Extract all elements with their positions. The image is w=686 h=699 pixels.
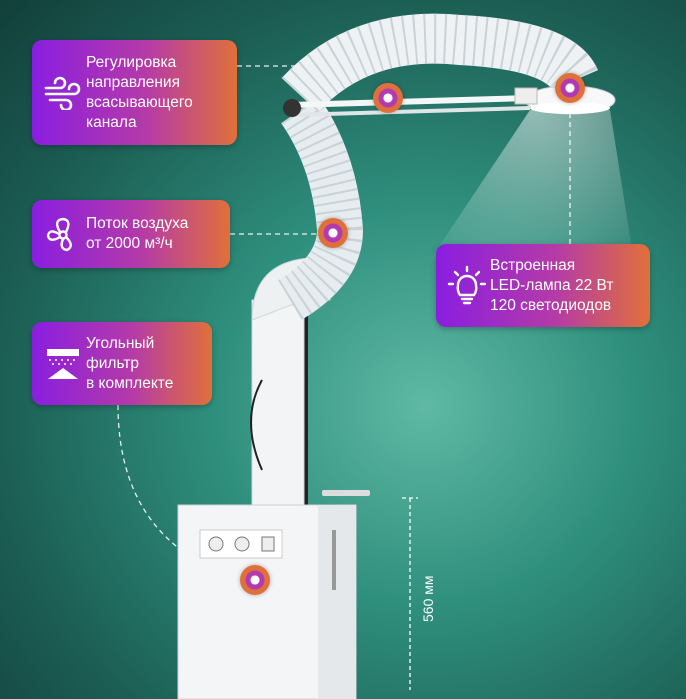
- callout-direction: Регулировка направления всасывающего кан…: [32, 40, 237, 145]
- hotspot-direction[interactable]: [373, 83, 403, 113]
- callout-text-line: направления: [86, 73, 180, 91]
- callout-filter: Угольный фильтр в комплекте: [32, 322, 212, 405]
- callout-text-line: всасывающего: [86, 93, 193, 111]
- dimension-line: [402, 497, 418, 690]
- callout-text-line: в комплекте: [86, 374, 174, 392]
- callout-text-line: 120 светодиодов: [490, 296, 612, 314]
- callout-text-line: Поток воздуха: [86, 215, 189, 232]
- callout-text-line: канала: [86, 113, 137, 131]
- callout-text-line: фильтр: [86, 354, 140, 372]
- callout-text-line: от 2000 м³/ч: [86, 235, 173, 252]
- wind-icon: [40, 76, 86, 110]
- fan-icon: [40, 216, 86, 252]
- hotspot-airflow[interactable]: [318, 218, 348, 248]
- hotspot-lamp[interactable]: [555, 73, 585, 103]
- hotspot-filter[interactable]: [240, 565, 270, 595]
- height-dimension-label: 560 мм: [420, 575, 436, 623]
- callout-text-line: Встроенная: [490, 256, 576, 274]
- filter-icon: [40, 347, 86, 381]
- lightbulb-icon: [444, 265, 490, 307]
- callout-text-line: LED-лампа 22 Вт: [490, 276, 614, 294]
- callout-lamp: Встроенная LED-лампа 22 Вт 120 светодиод…: [436, 244, 650, 327]
- callout-airflow: Поток воздуха от 2000 м³/ч: [32, 200, 230, 268]
- callout-text-line: Регулировка: [86, 53, 177, 71]
- callout-text-line: Угольный: [86, 334, 155, 352]
- cabinet-handle: [332, 530, 336, 590]
